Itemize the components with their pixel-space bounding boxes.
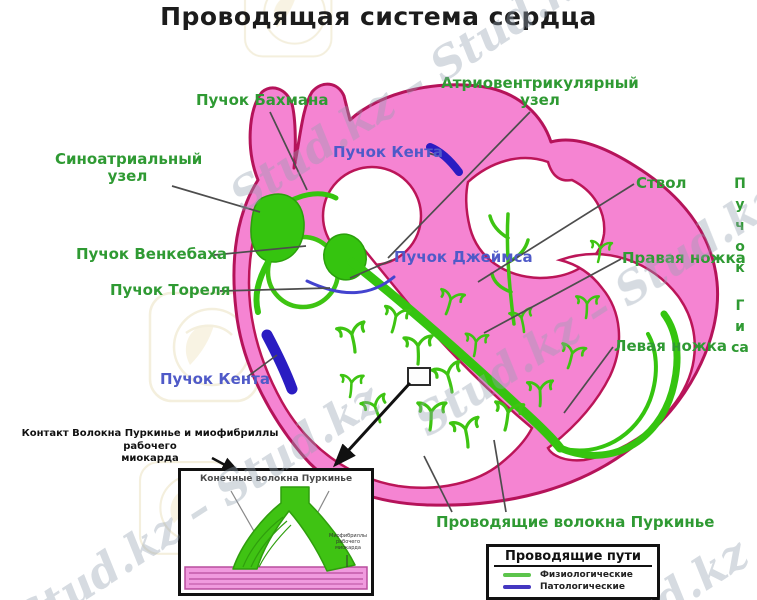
pointer-kent-lower xyxy=(246,354,278,378)
label-right-branch: Правая ножка xyxy=(622,249,746,267)
label-av-node: Атриовентрикулярный узел xyxy=(430,75,650,109)
right-atrium-cavity xyxy=(465,156,606,280)
label-sa-node: Синоатриальный узел xyxy=(55,150,203,185)
label-av-node-line2: узел xyxy=(520,90,560,109)
legend-box: Проводящие пути Физиологические Патологи… xyxy=(486,544,660,600)
inset-side-note: Миофибриллы рабочего миокарда xyxy=(329,533,367,551)
pointer-purkinje-2 xyxy=(493,439,507,513)
label-av-node-line1: Атриовентрикулярный xyxy=(441,74,639,92)
legend-label-pathological: Патологические xyxy=(540,582,625,592)
legend-item-pathological: Патологические xyxy=(489,581,657,593)
sa-node-tail xyxy=(253,259,271,315)
label-sa-node-line1: Синоатриальный xyxy=(55,150,203,168)
kent-bundle-upper-shape xyxy=(426,143,463,176)
legend-label-physiological: Физиологические xyxy=(540,570,633,580)
pointer-purkinje-1 xyxy=(423,455,453,513)
pointer-wenckebach xyxy=(213,245,307,256)
label-purkinje-contact: Контакт Волокна Пуркинье и миофибриллы р… xyxy=(0,428,300,466)
pointer-sa-node xyxy=(171,185,261,213)
pointer-thorel xyxy=(219,287,331,292)
sa-node-shape xyxy=(250,193,305,263)
pointer-james xyxy=(349,259,393,279)
inset-illustration xyxy=(184,486,368,590)
legend-item-physiological: Физиологические xyxy=(489,569,657,581)
kent-bundle-lower-shape xyxy=(261,329,298,395)
label-purkinje-contact-line2: миокарда xyxy=(121,453,179,464)
label-sa-node-line2: узел xyxy=(107,166,148,185)
label-kent-lower: Пучок Кента xyxy=(160,370,270,388)
label-purkinje-fibers: Проводящие волокна Пуркинье xyxy=(436,513,715,531)
pointer-right-branch xyxy=(483,258,622,334)
label-left-branch: Левая ножка xyxy=(614,337,727,355)
legend-swatch-green xyxy=(503,573,531,577)
inset-purkinje-shape xyxy=(232,486,356,572)
magnifier-square xyxy=(407,367,431,386)
inset-arrow-from-square xyxy=(332,381,412,468)
label-purkinje-contact-line1: Контакт Волокна Пуркинье и миофибриллы р… xyxy=(21,428,279,452)
label-wenckebach: Пучок Венкебаха xyxy=(76,245,228,263)
label-his-bundle-word1: Пучок xyxy=(734,176,746,276)
his-trunk-right-bundle xyxy=(347,257,565,453)
pointer-lines xyxy=(171,111,635,513)
inset-myofibril-band xyxy=(184,566,368,590)
legend-title: Проводящие пути xyxy=(494,549,652,567)
pointer-bachmann xyxy=(269,111,308,191)
pointer-av-node xyxy=(387,111,531,259)
pointer-trunk xyxy=(477,183,635,283)
label-james: Пучок Джеймса xyxy=(394,248,533,266)
inset-terminal-purkinje: Конечные волокна Пуркинье Миофибриллы ра… xyxy=(178,468,374,596)
legend-swatch-blue xyxy=(503,585,531,589)
bachmann-bundle-shape xyxy=(289,191,339,203)
left-bundle-inner xyxy=(558,332,658,453)
right-ventricle-cavity xyxy=(546,252,696,462)
pointer-kent-upper xyxy=(427,152,439,157)
left-bundle-loop xyxy=(556,310,681,459)
page-title: Проводящая система сердца xyxy=(160,2,597,31)
label-kent-upper: Пучок Кента xyxy=(333,143,443,161)
label-trunk: Ствол xyxy=(636,174,687,192)
label-thorel: Пучок Тореля xyxy=(110,281,231,299)
label-his-bundle-word2: Гиса xyxy=(731,298,749,356)
james-bundle-shape xyxy=(305,275,396,295)
pointer-left-branch xyxy=(563,346,614,414)
inset-title: Конечные волокна Пуркинье xyxy=(199,474,353,484)
label-bachmann-bundle: Пучок Бахмана xyxy=(196,91,329,109)
right-atrial-tree xyxy=(488,212,530,326)
